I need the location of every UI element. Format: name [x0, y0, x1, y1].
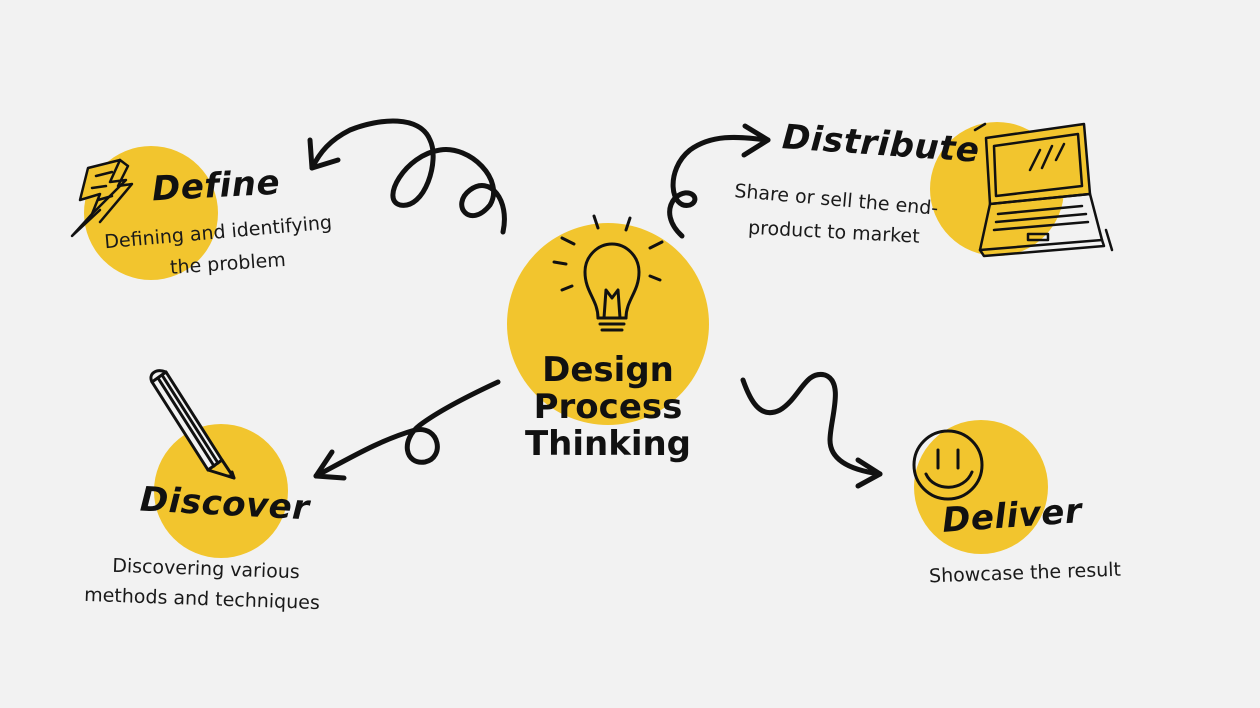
pencil-icon: [149, 369, 236, 480]
center-title-line-3: Thinking: [524, 424, 692, 464]
define-title: Define: [151, 162, 281, 210]
laptop-icon: [973, 122, 1114, 258]
arrow-to-define: [307, 118, 507, 235]
center-title-line-2: Process: [533, 387, 683, 427]
lightning-bolt-icon: [70, 158, 134, 238]
center-title: Design Process Thinking: [508, 352, 708, 463]
smiley-face-icon: [912, 429, 984, 501]
lightbulb-icon: [552, 214, 664, 332]
arrow-to-deliver: [740, 371, 883, 489]
arrow-to-distribute: [667, 123, 771, 239]
discover-circle: [154, 424, 288, 558]
arrow-to-discover: [313, 379, 501, 481]
center-title-line-1: Design: [542, 350, 674, 390]
deliver-circle: [914, 420, 1048, 554]
